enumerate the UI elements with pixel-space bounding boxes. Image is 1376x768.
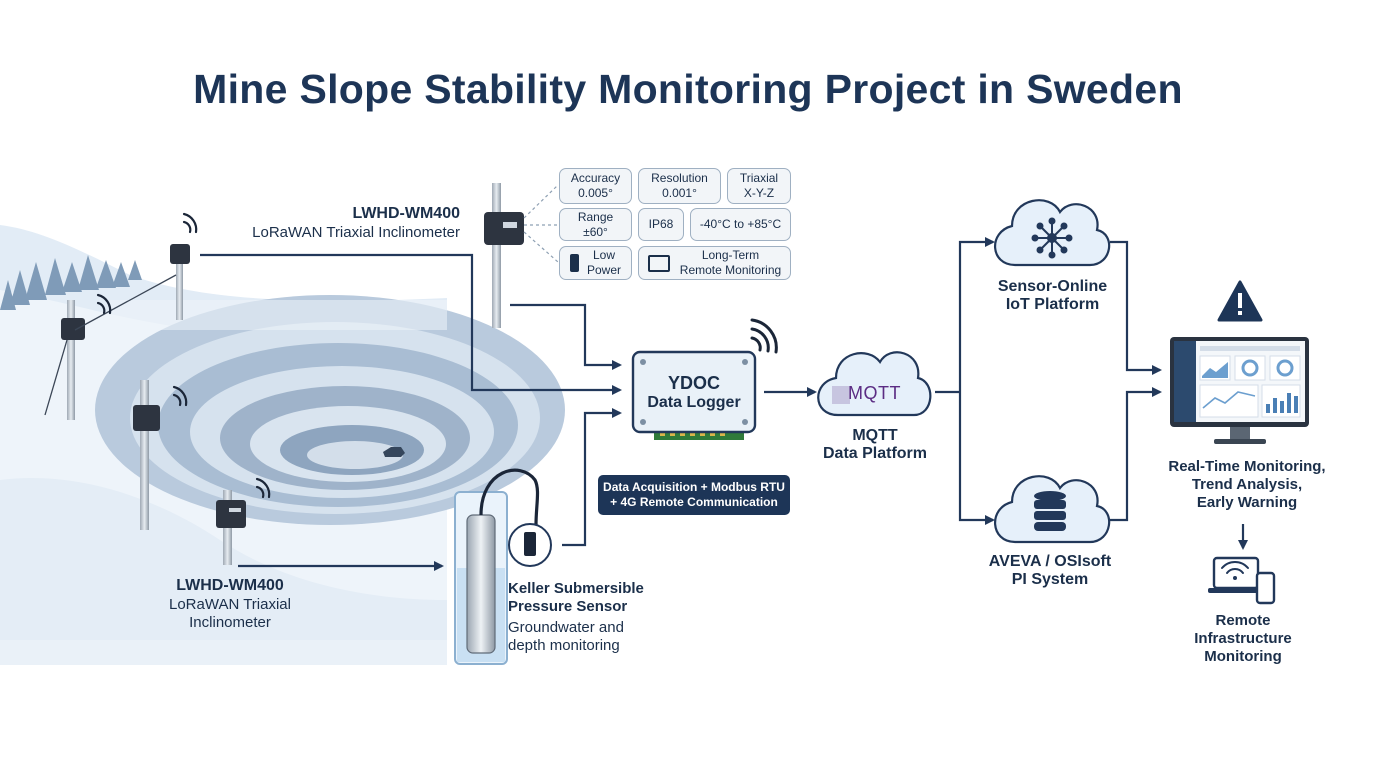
logger-caption-line2: + 4G Remote Communication (610, 495, 778, 509)
remote-label-line2: Infrastructure (1194, 630, 1292, 647)
database-icon (1034, 491, 1066, 531)
inclinometer-posts (44, 212, 271, 565)
iot-label-line2: IoT Platform (1005, 296, 1100, 313)
spec-power-line1: Low (592, 248, 615, 262)
warning-icon (1217, 280, 1263, 322)
inclinometer-detail (484, 183, 559, 328)
monitoring-label-line3: Early Warning (1196, 494, 1298, 511)
mqtt-label-line2: Data Platform (822, 445, 928, 462)
spec-resolution-value: 0.001° (662, 186, 697, 200)
logger-title-line1: YDOC (667, 373, 720, 393)
data-logger-box (598, 318, 790, 515)
spec-low-power: Low Power (559, 246, 632, 280)
keller-title-line2: Pressure Sensor (508, 598, 628, 615)
iot-cloud (994, 199, 1111, 267)
inclinometer-bottom-desc-line1: LoRaWAN Triaxial (169, 596, 291, 613)
inclinometer-top-model: LWHD-WM400 (352, 205, 460, 222)
inclinometer-bottom-desc-line2: Inclinometer (189, 614, 271, 631)
logger-title-line2: Data Logger (647, 394, 741, 411)
submersible-sensor (454, 468, 552, 665)
spec-remote-monitoring: Long-Term Remote Monitoring (638, 246, 791, 280)
mqtt-logo: MQTT (848, 383, 901, 403)
flow-lines (200, 237, 1248, 571)
remote-label-line3: Monitoring (1204, 648, 1282, 665)
keller-desc-line2: depth monitoring (508, 637, 620, 654)
page-title: Mine Slope Stability Monitoring Project … (193, 66, 1183, 112)
spec-triaxial-value: X-Y-Z (743, 186, 775, 200)
spec-range-label: Range (577, 209, 614, 224)
keller-desc-line1: Groundwater and (508, 619, 624, 636)
spec-remote-line2: Remote Monitoring (679, 263, 782, 277)
monitoring-label-line2: Trend Analysis, (1191, 476, 1303, 493)
spec-accuracy-value: 0.005° (578, 186, 613, 200)
keller-title-line1: Keller Submersible (508, 580, 644, 597)
spec-temperature: -40°C to +85°C (690, 208, 791, 241)
spec-accuracy: Accuracy 0.005° (559, 168, 632, 204)
remote-devices-icon (1208, 556, 1276, 605)
spec-accuracy-label: Accuracy (570, 171, 621, 185)
spec-range-value: ±60° (583, 224, 608, 239)
iot-label-line1: Sensor-Online (997, 278, 1108, 295)
inclinometer-bottom-model: LWHD-WM400 (176, 577, 284, 594)
spec-ip-rating: IP68 (638, 208, 684, 241)
spec-power-line2: Power (586, 263, 621, 277)
mine-landscape (0, 225, 565, 665)
pi-label-line2: PI System (1011, 571, 1089, 588)
pi-system-cloud (994, 475, 1111, 544)
monitoring-label-line1: Real-Time Monitoring, (1168, 458, 1326, 475)
spec-triaxial: Triaxial X-Y-Z (727, 168, 791, 204)
spec-triaxial-label: Triaxial (739, 171, 779, 185)
spec-resolution: Resolution 0.001° (638, 168, 721, 204)
mqtt-label-line1: MQTT (852, 427, 898, 444)
battery-icon (569, 254, 579, 272)
logger-caption-line1: Data Acquisition + Modbus RTU (603, 480, 785, 494)
spec-range: Range ±60° (559, 208, 632, 241)
remote-label-line1: Remote (1215, 612, 1271, 629)
spec-remote-line1: Long-Term (701, 248, 760, 262)
spec-resolution-label: Resolution (651, 171, 708, 185)
monitor-icon (647, 254, 670, 272)
pi-label-line1: AVEVA / OSIsoft (988, 553, 1112, 570)
tree-icons (0, 255, 142, 310)
inclinometer-top-desc: LoRaWAN Triaxial Inclinometer (252, 224, 460, 241)
monitor-dashboard (1170, 337, 1309, 444)
mqtt-cloud (817, 351, 932, 417)
